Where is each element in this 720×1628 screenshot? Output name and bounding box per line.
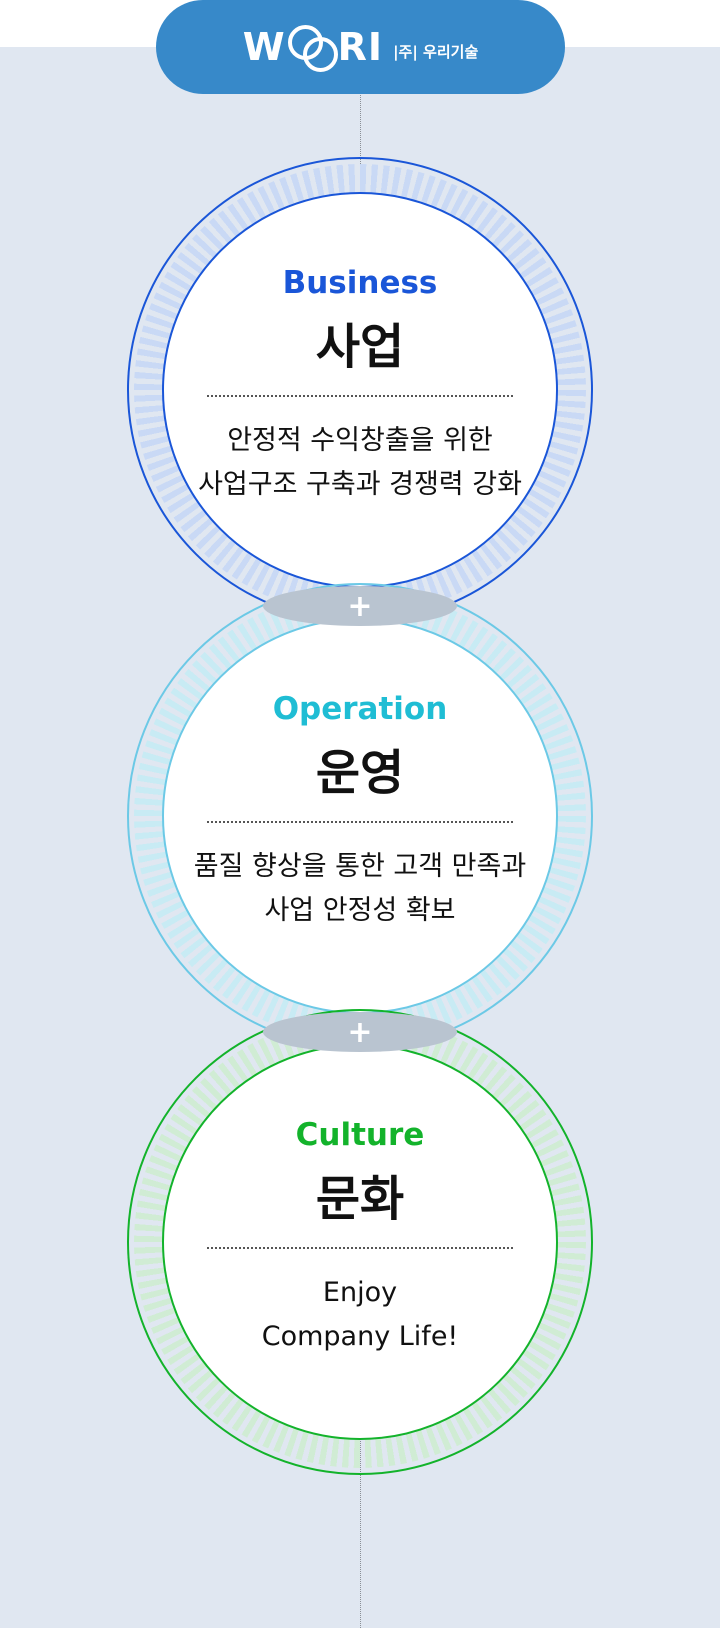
culture-label-ko: 문화: [315, 1171, 405, 1227]
culture-desc-line2: Company Life!: [261, 1321, 459, 1352]
operation-label-ko: 운영: [315, 745, 405, 801]
business-divider: [207, 395, 513, 397]
company-name: |주| 우리기술: [393, 42, 479, 61]
overlap-plus-connector-1: +: [263, 586, 457, 626]
wori-logo: W RI: [242, 25, 384, 72]
logo-letter-w: W: [242, 25, 286, 69]
plus-icon: +: [347, 1014, 373, 1050]
operation-inner-ring: [162, 618, 558, 1014]
business-label-en: Business: [282, 265, 438, 301]
operation-label-en: Operation: [272, 691, 448, 727]
operation-desc-line2: 사업 안정성 확보: [264, 895, 456, 926]
operation-desc-line1: 품질 향상을 통한 고객 만족과: [193, 851, 527, 882]
business-label-ko: 사업: [315, 319, 405, 375]
business-inner-ring: [162, 192, 558, 588]
logo-badge: W RI |주| 우리기술: [156, 0, 565, 94]
culture-circle: Culture 문화 Enjoy Company Life!: [127, 1009, 593, 1475]
operation-circle: Operation 운영 품질 향상을 통한 고객 만족과 사업 안정성 확보: [127, 583, 593, 1049]
culture-label-en: Culture: [295, 1117, 425, 1153]
logo-rings-icon: [287, 25, 338, 72]
operation-divider: [207, 821, 513, 823]
operation-description: 품질 향상을 통한 고객 만족과 사업 안정성 확보: [127, 845, 593, 933]
culture-inner-ring: [162, 1044, 558, 1440]
business-description: 안정적 수익창출을 위한 사업구조 구축과 경쟁력 강화: [127, 419, 593, 507]
overlap-plus-connector-2: +: [263, 1012, 457, 1052]
culture-description: Enjoy Company Life!: [127, 1271, 593, 1359]
plus-icon: +: [347, 588, 373, 624]
business-desc-line1: 안정적 수익창출을 위한: [227, 425, 493, 456]
business-circle: Business 사업 안정적 수익창출을 위한 사업구조 구축과 경쟁력 강화: [127, 157, 593, 623]
logo-letters-ri: RI: [337, 25, 384, 69]
culture-divider: [207, 1247, 513, 1249]
culture-outer-ring: [127, 1009, 593, 1475]
business-desc-line2: 사업구조 구축과 경쟁력 강화: [198, 469, 522, 500]
culture-desc-line1: Enjoy: [322, 1277, 398, 1308]
